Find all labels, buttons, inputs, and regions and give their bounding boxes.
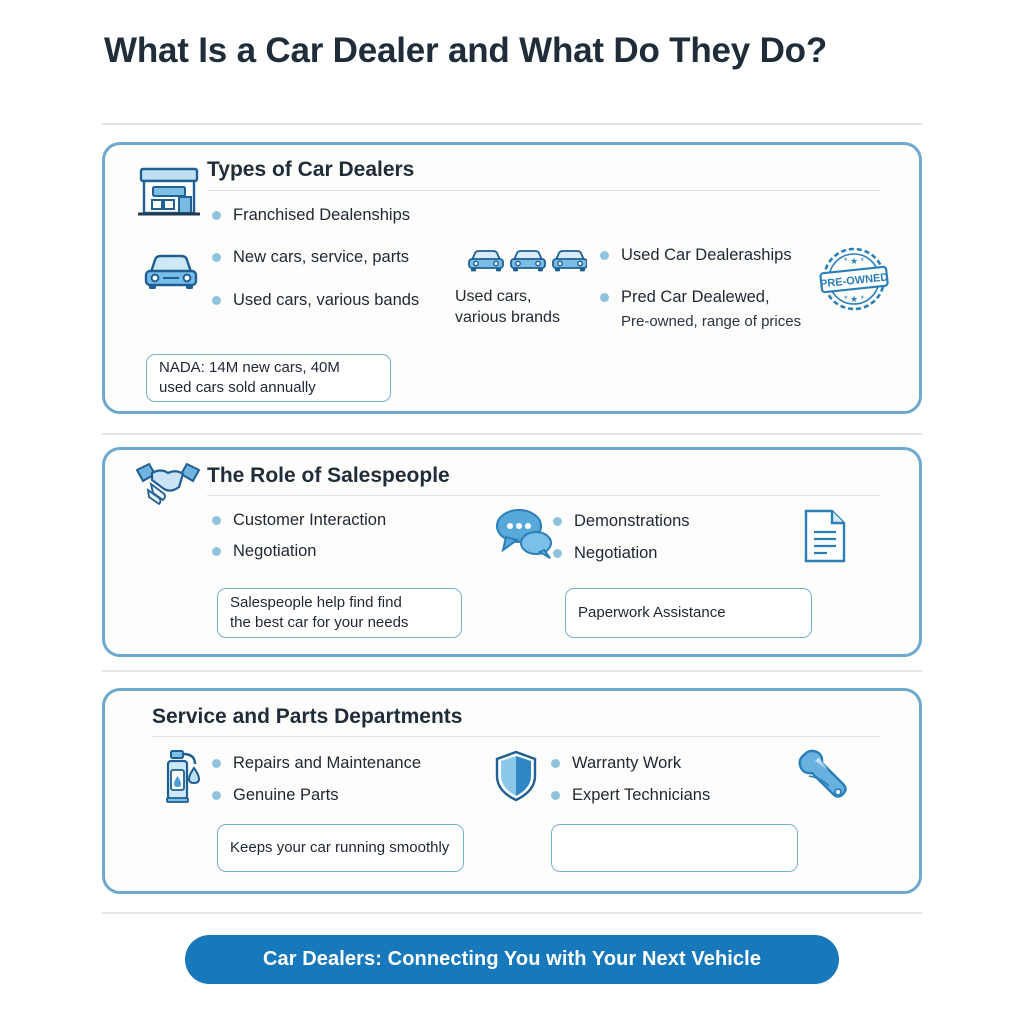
card-3-note-box-right [551,824,798,872]
bullet-dot-icon [212,516,221,525]
shield-icon [494,750,538,802]
bullet-label: Pred Car Dealewed, [621,288,770,306]
card-1-bullet-3: Used cars, various bands [212,289,419,311]
footer-banner-label: Car Dealers: Connecting You with Your Ne… [262,948,762,970]
note-line-2: the best car for your needs [230,614,409,631]
bullet-dot-icon [212,791,221,800]
card-1-note-box: NADA: 14M new cars, 40M used cars sold a… [146,354,391,402]
bullet-label: Used Car Dealeraships [621,246,792,264]
bullet-dot-icon [212,211,221,220]
card-2-bullet-1: Customer Interaction [212,509,386,531]
storefront-icon [135,165,203,220]
card-1-right-subtext: Pre-owned, range of prices [621,313,802,330]
card-1-heading-divider [207,190,880,191]
card-2-heading-divider [207,495,880,496]
section-divider-2 [102,670,922,672]
note-line-2: used cars sold annually [159,379,316,396]
card-3-heading: Service and Parts Departments [152,705,463,728]
caption-line-1: Used cars, [455,288,532,305]
oil-bottle-icon [159,748,207,804]
bullet-dot-icon [212,547,221,556]
card-2-bullet-2: Negotiation [212,540,316,562]
car-front-icon [143,250,199,292]
bullet-dot-icon [553,517,562,526]
card-2-note-box-right: Paperwork Assistance [565,588,812,638]
card-1-bullet-2: New cars, service, parts [212,246,409,268]
title-divider [102,123,922,125]
handshake-icon [133,460,203,512]
bullet-label: Customer Interaction [233,511,387,529]
bullet-label: Repairs and Maintenance [233,754,422,772]
bullet-label: Negotiation [574,544,658,562]
bullet-label: Used cars, various bands [233,291,420,309]
bullet-label: Genuine Parts [233,786,339,804]
card-1-right-bullet-2: Pred Car Dealewed, [600,286,770,308]
card-1-bullet-1: Franchised Dealenships [212,204,410,226]
document-icon [802,508,848,564]
speech-bubbles-icon [492,505,554,561]
card-1-heading: Types of Car Dealers [207,158,415,181]
note-content: Salespeople help find find the best car … [230,593,408,633]
card-1-cars-caption: Used cars, various brands [455,286,560,328]
card-2-right-bullet-1: Demonstrations [553,510,690,532]
bullet-dot-icon [551,791,560,800]
note-content: Keeps your car running smoothly [230,839,450,856]
note-content: NADA: 14M new cars, 40M used cars sold a… [159,358,340,398]
card-2-heading: The Role of Salespeople [207,464,450,487]
bullet-dot-icon [212,296,221,305]
bullet-dot-icon [553,549,562,558]
bullet-label: Demonstrations [574,512,690,530]
section-divider-1 [102,433,922,435]
note-line-1: Salespeople help find find [230,594,402,611]
bullet-label: Franchised Dealenships [233,206,411,224]
bullet-label: New cars, service, parts [233,248,410,266]
section-divider-3 [102,912,922,914]
card-3-bullet-2: Genuine Parts [212,784,338,806]
bullet-dot-icon [600,251,609,260]
bullet-label: Expert Technicians [572,786,711,804]
note-line-1: NADA: 14M new cars, 40M [159,359,340,376]
card-3-bullet-1: Repairs and Maintenance [212,752,421,774]
card-3-heading-divider [152,736,880,737]
card-2-right-bullet-2: Negotiation [553,542,657,564]
svg-text:* ★ *: * ★ * [844,294,865,304]
three-cars-icon [467,246,587,280]
card-3-right-bullet-1: Warranty Work [551,752,681,774]
caption-line-2: various brands [455,309,560,326]
svg-text:* ★ *: * ★ * [844,256,865,266]
wrench-gear-icon [793,748,849,804]
bullet-dot-icon [212,759,221,768]
card-2-note-box-left: Salespeople help find find the best car … [217,588,462,638]
card-3-note-box-left: Keeps your car running smoothly [217,824,464,872]
bullet-dot-icon [600,293,609,302]
pre-owned-stamp-icon: * ★ * * ★ * PRE-OWNED [812,243,896,315]
card-3-right-bullet-2: Expert Technicians [551,784,710,806]
note-content: Paperwork Assistance [578,604,726,621]
bullet-dot-icon [551,759,560,768]
bullet-label: Negotiation [233,542,317,560]
card-1-right-bullet-1: Used Car Dealeraships [600,244,792,266]
page-title: What Is a Car Dealer and What Do They Do… [104,31,828,70]
footer-banner[interactable]: Car Dealers: Connecting You with Your Ne… [185,935,839,984]
bullet-dot-icon [212,253,221,262]
bullet-label: Warranty Work [572,754,682,772]
